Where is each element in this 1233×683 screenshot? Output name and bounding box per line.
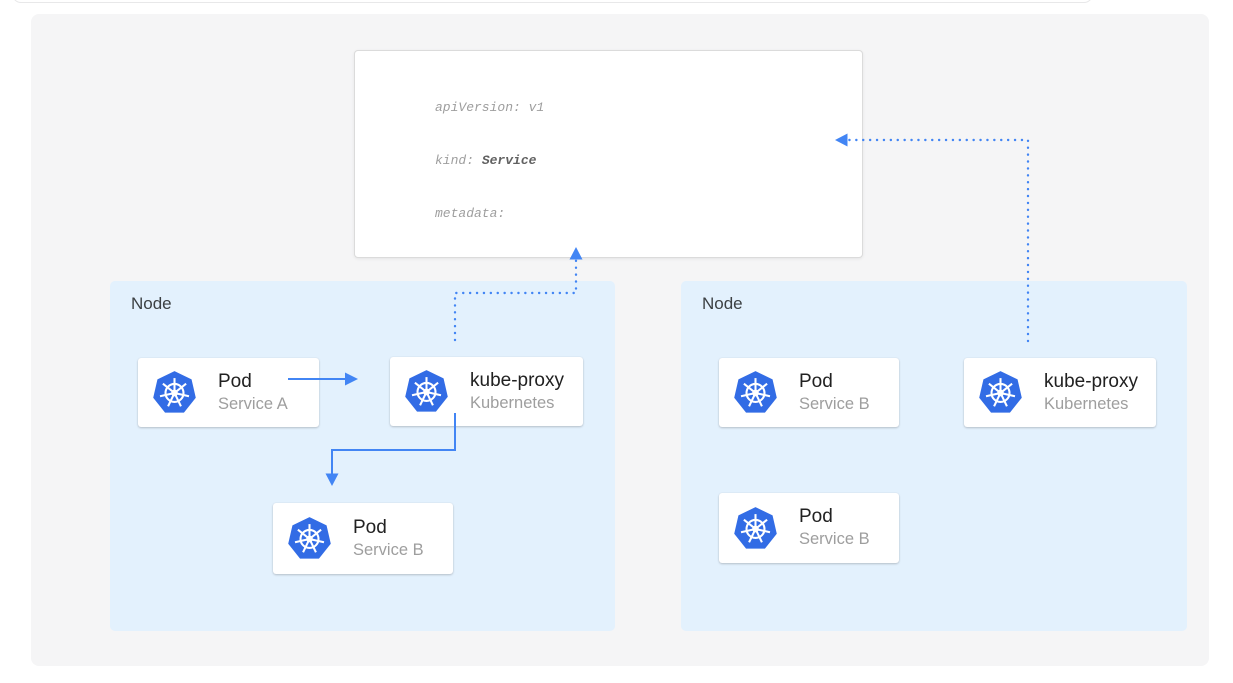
code-line: apiVersion: v1: [435, 100, 545, 116]
kubernetes-icon: [977, 370, 1024, 415]
service-manifest-code: apiVersion: v1 kind: Service metadata: n…: [435, 64, 862, 257]
card-subtitle: Service B: [799, 394, 870, 413]
code-line: metadata:: [435, 205, 506, 221]
card-subtitle: Service A: [218, 394, 288, 413]
card-title: Pod: [799, 506, 833, 528]
card-title: Pod: [218, 370, 252, 392]
kubernetes-icon: [286, 516, 333, 561]
diagram-panel: apiVersion: v1 kind: Service metadata: n…: [31, 14, 1209, 666]
kubernetes-icon: [151, 370, 198, 415]
code-line: kind: Service: [435, 152, 537, 168]
top-divider: [12, 0, 1093, 3]
node-label: Node: [131, 294, 172, 313]
node-box-left: Node Pod Service A kube-proxy Kubernetes: [110, 281, 615, 631]
card-pod-service-b-node2-top: Pod Service B: [719, 358, 899, 427]
card-pod-service-b-node1: Pod Service B: [273, 503, 453, 574]
card-title: Pod: [799, 370, 833, 392]
card-title: kube-proxy: [470, 369, 564, 391]
card-kube-proxy-node1: kube-proxy Kubernetes: [390, 357, 583, 426]
card-pod-service-a: Pod Service A: [138, 358, 319, 427]
card-subtitle: Service B: [799, 530, 870, 549]
kubernetes-icon: [732, 505, 779, 551]
card-kube-proxy-node2: kube-proxy Kubernetes: [964, 358, 1156, 427]
card-subtitle: Kubernetes: [470, 393, 555, 412]
card-title: kube-proxy: [1044, 370, 1138, 392]
card-title: Pod: [353, 516, 387, 538]
kubernetes-icon: [732, 370, 779, 415]
node-label: Node: [702, 294, 743, 313]
kubernetes-icon: [403, 369, 450, 414]
card-subtitle: Kubernetes: [1044, 394, 1129, 413]
card-subtitle: Service B: [353, 540, 424, 559]
node-box-right: Node Pod Service B kube-proxy Kubernetes: [681, 281, 1187, 631]
service-manifest-card: apiVersion: v1 kind: Service metadata: n…: [354, 50, 863, 258]
card-pod-service-b-node2-bottom: Pod Service B: [719, 493, 899, 563]
